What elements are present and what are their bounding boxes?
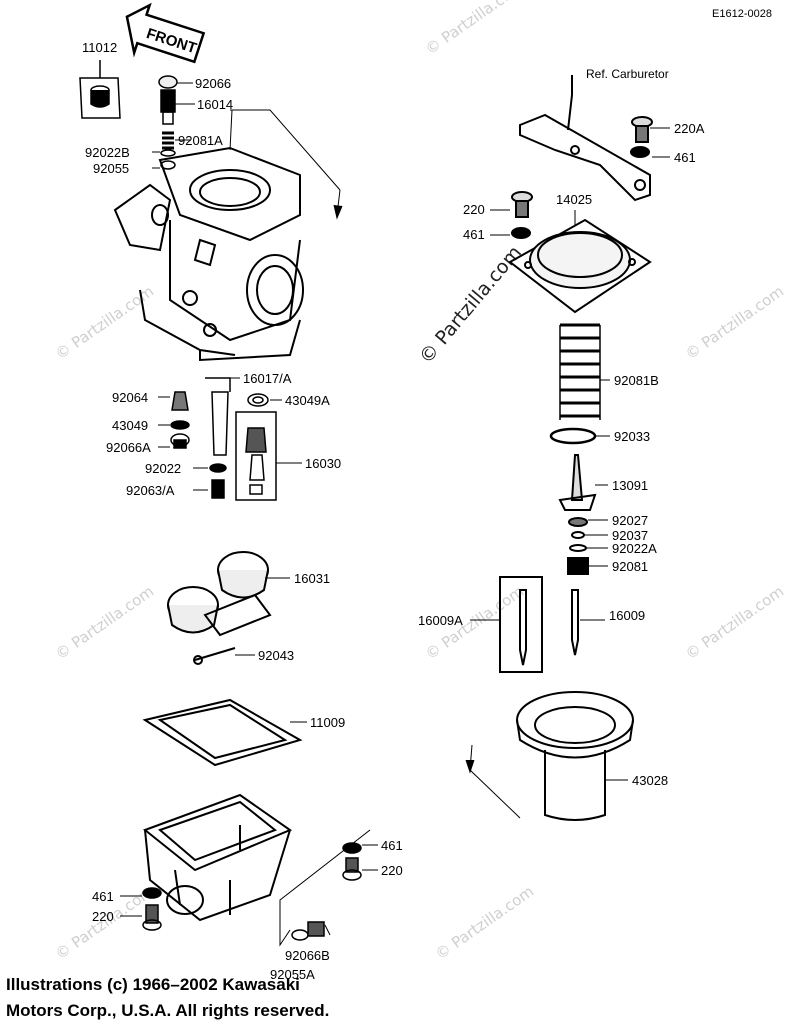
part-label-92033: 92033 — [614, 429, 650, 444]
part-label-92022: 92022 — [145, 461, 181, 476]
part-label-14025: 14025 — [556, 192, 592, 207]
part-label-220a: 220A — [674, 121, 705, 136]
part-label-220: 220 — [463, 202, 485, 217]
part-label-220: 220 — [381, 863, 403, 878]
watermark-text: © Partzilla.com — [52, 582, 157, 663]
part-label-43028: 43028 — [632, 773, 668, 788]
part-label-92027: 92027 — [612, 513, 648, 528]
part-label-43049: 43049 — [112, 418, 148, 433]
diagram-id: E1612-0028 — [712, 8, 772, 20]
part-label-92066a: 92066A — [106, 440, 151, 455]
part-label-16014: 16014 — [197, 97, 233, 112]
part-label-461: 461 — [381, 838, 403, 853]
carburetor-body-icon — [113, 146, 304, 362]
leader-lines — [120, 82, 670, 947]
part-label-43049a: 43049A — [285, 393, 330, 408]
part-label-16017a: 16017/A — [243, 371, 292, 386]
part-label-92081b: 92081B — [614, 373, 659, 388]
float-bowl-icon — [142, 793, 293, 922]
part-label-92081: 92081 — [612, 559, 648, 574]
watermark-text: © Partzilla.com — [432, 882, 537, 963]
cap-11012-icon — [79, 60, 121, 119]
watermark-text: © Partzilla.com — [682, 282, 787, 363]
part-label-13091: 13091 — [612, 478, 648, 493]
part-label-92055: 92055 — [93, 161, 129, 176]
part-labels: Ref. Carburetor 11012 92066 16014 92081A… — [82, 40, 705, 982]
part-label-461: 461 — [674, 150, 696, 165]
bottom-left-bolts-icon — [142, 842, 362, 941]
front-arrow-icon: FRONT — [125, 2, 206, 64]
part-label-16031: 16031 — [294, 571, 330, 586]
part-label-92066b: 92066B — [285, 948, 330, 963]
top-cover-14025-icon — [508, 218, 652, 314]
copyright-line: Illustrations (c) 1966–2002 Kawasaki — [6, 975, 300, 994]
watermark-text: © Partzilla.com — [682, 582, 787, 663]
part-label-220: 220 — [92, 909, 114, 924]
part-label-92022b: 92022B — [85, 145, 130, 160]
part-label-461: 461 — [92, 889, 114, 904]
copyright-line: Motors Corp., U.S.A. All rights reserved… — [6, 1001, 330, 1020]
mid-left-parts-icon — [170, 377, 277, 501]
part-label-92063a: 92063/A — [126, 483, 175, 498]
part-label-11009: 11009 — [310, 715, 345, 730]
leader-arrows — [229, 109, 343, 220]
part-label-16009a: 16009A — [418, 613, 463, 628]
gasket-11009-icon — [142, 698, 303, 767]
clip-92033-icon — [549, 427, 597, 445]
part-label-92081a: 92081A — [178, 133, 223, 148]
part-label-461: 461 — [463, 227, 485, 242]
leader-arrows — [465, 744, 521, 819]
float-16031-icon — [167, 551, 272, 665]
ref-carburetor-bracket-icon — [511, 75, 653, 239]
spring-92081b-icon — [559, 323, 601, 420]
part-label-92043: 92043 — [258, 648, 294, 663]
part-label-11012: 11012 — [82, 40, 117, 55]
part-label-92055a: 92055A — [270, 967, 315, 982]
top-small-parts-icon — [158, 75, 178, 170]
part-label-92066: 92066 — [195, 76, 231, 91]
part-label-16009: 16009 — [609, 608, 645, 623]
part-label-92037: 92037 — [612, 528, 648, 543]
copyright-notice: Illustrations (c) 1966–2002 Kawasaki Mot… — [6, 972, 426, 1024]
piston-43028-icon — [516, 691, 634, 821]
jet-needle-13091-icon — [499, 454, 597, 673]
watermark-text: © Partzilla.com — [422, 0, 527, 58]
part-label-92022a: 92022A — [612, 541, 657, 556]
ref-carburetor-label: Ref. Carburetor — [586, 67, 669, 81]
watermark-text-large: © Partzilla.com — [415, 242, 526, 368]
part-label-16030: 16030 — [305, 456, 341, 471]
part-label-92064: 92064 — [112, 390, 148, 405]
